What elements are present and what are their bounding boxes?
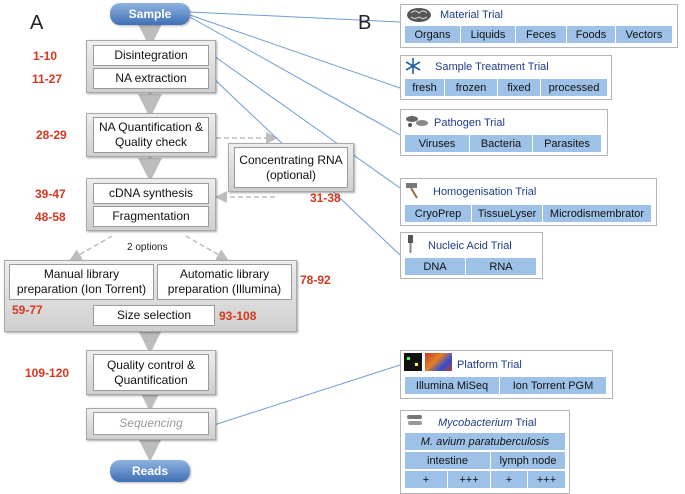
protocol-number: 28-29 <box>36 128 67 142</box>
step-line: NA Quantification & <box>98 120 204 134</box>
protocol-number: 109-120 <box>25 366 70 380</box>
pathogen-trial-title: Pathogen Trial <box>434 117 505 129</box>
nucleic-acid-item: RNA <box>465 257 537 276</box>
pathogen-item: Viruses <box>404 134 470 153</box>
mycobacterium-species: M. avium paratuberculosis <box>404 432 566 451</box>
platform-trial-title: Platform Trial <box>457 359 522 371</box>
homogenisation-item: TissueLyser <box>471 204 543 223</box>
na-extraction-step: NA extraction <box>93 68 209 89</box>
nucleic-acid-trial-title: Nucleic Acid Trial <box>428 240 512 252</box>
sequencing-step: Sequencing <box>93 412 209 435</box>
protocol-number: 11-27 <box>32 72 63 86</box>
sample-treatment-item: frozen <box>444 78 498 97</box>
chip-image-icon <box>425 353 452 371</box>
tissue-item: lymph node <box>490 451 566 470</box>
level-item: + <box>490 470 528 489</box>
step-line: preparation (Ion Torrent) <box>16 282 147 296</box>
protocol-number: 59-77 <box>12 303 43 317</box>
fragmentation-step: Fragmentation <box>93 206 209 227</box>
sample-treatment-item: fresh <box>404 78 445 97</box>
protocol-number: 39-47 <box>35 187 66 201</box>
material-item: Vectors <box>615 25 673 44</box>
brain-icon <box>407 8 431 22</box>
step-line: Concentrating RNA <box>239 152 343 167</box>
tissue-item: intestine <box>404 451 491 470</box>
size-selection-step: Size selection <box>93 305 215 326</box>
step-line: Automatic library <box>179 267 270 281</box>
pathogen-item: Parasites <box>532 134 602 153</box>
protocol-number: 93-108 <box>219 309 257 323</box>
panel-a-label: A <box>30 12 44 34</box>
protocol-number: 78-92 <box>300 273 331 287</box>
mycobacterium-trial-title: Mycobacterium Trial <box>438 417 536 429</box>
step-line: Quality control & <box>106 357 196 372</box>
sequencing-image-icon <box>404 353 422 371</box>
trial-connectors <box>189 11 401 426</box>
step-line: preparation (Illumina) <box>167 282 282 296</box>
homogenisation-item: CryoPrep <box>404 204 472 223</box>
material-item: Organs <box>404 25 461 44</box>
platform-item: Illumina MiSeq <box>404 376 500 395</box>
step-line: Quality check <box>114 135 188 149</box>
homogenisation-item: Microdismembrator <box>542 204 652 223</box>
platform-item: Ion Torrent PGM <box>499 376 607 395</box>
step-line: (optional) <box>265 167 317 182</box>
title-italic: Mycobacterium <box>438 417 513 429</box>
level-item: +++ <box>527 470 566 489</box>
optional-dashed-lines <box>69 132 278 261</box>
step-line: Manual library <box>43 267 120 281</box>
level-item: + <box>404 470 448 489</box>
cdna-synthesis-step: cDNA synthesis <box>93 183 209 204</box>
bacteria-icon <box>407 415 422 425</box>
material-item: Feces <box>515 25 567 44</box>
protocol-number: 1-10 <box>33 49 58 63</box>
hammer-icon <box>406 183 418 199</box>
sample-treatment-item: fixed <box>497 78 541 97</box>
sample-treatment-trial-title: Sample Treatment Trial <box>435 61 549 73</box>
protocol-number: 31-38 <box>310 191 341 205</box>
protocol-number: 48-58 <box>35 210 66 224</box>
sample-pill: Sample <box>110 3 190 25</box>
material-trial-title: Material Trial <box>440 9 503 21</box>
automatic-library-step: Automatic library preparation (Illumina) <box>157 264 292 300</box>
snowflake-icon <box>405 58 421 74</box>
na-quantification-step: NA Quantification & Quality check <box>93 117 209 153</box>
material-item: Foods <box>566 25 616 44</box>
level-item: +++ <box>447 470 491 489</box>
material-item: Liquids <box>460 25 516 44</box>
pathogen-item: Bacteria <box>469 134 533 153</box>
homogenisation-trial-title: Homogenisation Trial <box>433 186 537 198</box>
concentrating-rna-step: Concentrating RNA (optional) <box>234 147 348 188</box>
step-line: Quantification <box>114 372 188 387</box>
nucleic-acid-item: DNA <box>404 257 466 276</box>
quality-control-step: Quality control & Quantification <box>93 354 209 391</box>
sample-treatment-item: processed <box>540 78 608 97</box>
two-options-label: 2 options <box>127 242 168 253</box>
disintegration-step: Disintegration <box>93 45 209 66</box>
pipette-icon <box>408 235 413 253</box>
pathogen-icon <box>406 116 428 127</box>
panel-b-label: B <box>358 12 372 34</box>
title-rest: Trial <box>512 417 537 429</box>
manual-library-step: Manual library preparation (Ion Torrent) <box>9 264 154 300</box>
reads-pill: Reads <box>110 460 190 482</box>
